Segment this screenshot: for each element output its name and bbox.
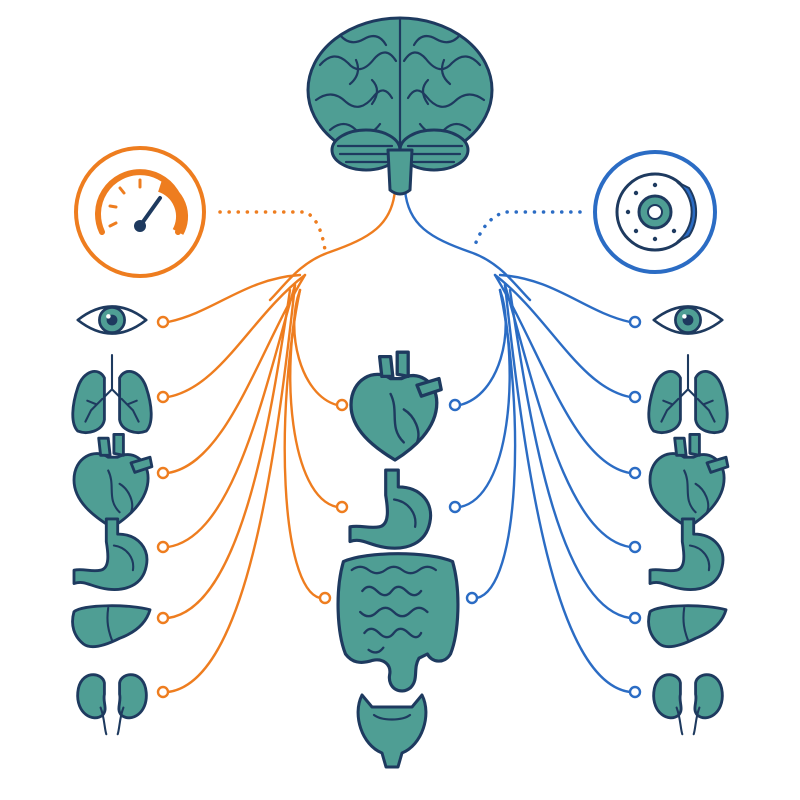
sympathetic-branch bbox=[166, 283, 297, 549]
parasympathetic-nerve-tree bbox=[403, 188, 632, 694]
parasympathetic-trunk bbox=[403, 188, 532, 302]
sympathetic-end-dot bbox=[156, 540, 170, 554]
sympathetic-end-dot bbox=[156, 466, 170, 480]
sympathetic-end-dot bbox=[156, 685, 170, 699]
sympathetic-center-branch bbox=[283, 288, 322, 600]
parasympathetic-end-dot bbox=[628, 466, 642, 480]
sympathetic-trunk bbox=[268, 188, 397, 302]
sympathetic-end-dot bbox=[335, 398, 349, 412]
parasympathetic-center-branch bbox=[458, 288, 511, 509]
parasympathetic-center-branch bbox=[458, 288, 507, 407]
sympathetic-center-branch bbox=[293, 288, 339, 407]
parasympathetic-end-dot bbox=[628, 611, 642, 625]
heart-icon bbox=[72, 432, 154, 529]
center-organ-column bbox=[336, 350, 460, 769]
sympathetic-end-dot bbox=[318, 591, 332, 605]
sympathetic-center-branch bbox=[289, 288, 339, 509]
parasympathetic-end-dot bbox=[448, 398, 462, 412]
heart-icon bbox=[349, 350, 443, 462]
parasympathetic-end-dot bbox=[465, 591, 479, 605]
right-organ-column bbox=[647, 305, 730, 736]
parasympathetic-end-dot bbox=[628, 540, 642, 554]
sympathetic-branch bbox=[166, 273, 307, 399]
intestines-icon bbox=[336, 552, 460, 693]
brake-disc-icon bbox=[593, 150, 717, 274]
lungs-icon bbox=[71, 353, 153, 434]
sympathetic-end-dot bbox=[335, 500, 349, 514]
sympathetic-end-dot bbox=[156, 611, 170, 625]
liver-icon bbox=[647, 604, 728, 649]
sympathetic-branch bbox=[166, 283, 297, 694]
speedometer-icon bbox=[74, 146, 206, 278]
brake-connector bbox=[473, 210, 582, 247]
liver-icon bbox=[71, 604, 152, 649]
lungs-icon bbox=[647, 353, 729, 434]
kidneys-icon bbox=[76, 673, 148, 736]
eye-icon bbox=[76, 305, 148, 335]
parasympathetic-end-dot bbox=[628, 390, 642, 404]
parasympathetic-branch bbox=[503, 283, 632, 694]
parasympathetic-branch bbox=[503, 283, 632, 549]
kidneys-icon bbox=[652, 673, 724, 736]
sympathetic-branch bbox=[166, 273, 302, 324]
parasympathetic-branch bbox=[498, 273, 632, 324]
stomach-icon bbox=[348, 468, 433, 550]
bladder-icon bbox=[356, 693, 428, 769]
parasympathetic-center-branch bbox=[475, 288, 517, 600]
parasympathetic-end-dot bbox=[628, 315, 642, 329]
sympathetic-end-dot bbox=[156, 315, 170, 329]
sympathetic-nerve-tree bbox=[166, 188, 397, 694]
parasympathetic-branch bbox=[508, 288, 632, 620]
connection-dots bbox=[156, 315, 642, 699]
stomach-icon bbox=[72, 517, 149, 591]
parasympathetic-branch bbox=[493, 273, 632, 399]
eye-icon bbox=[652, 305, 724, 335]
heart-icon bbox=[648, 432, 730, 529]
stomach-icon bbox=[648, 517, 725, 591]
brain-icon bbox=[306, 16, 494, 196]
parasympathetic-end-dot bbox=[628, 685, 642, 699]
sympathetic-branch bbox=[166, 288, 292, 620]
sympathetic-end-dot bbox=[156, 390, 170, 404]
parasympathetic-end-dot bbox=[448, 500, 462, 514]
speedometer-connector bbox=[218, 210, 327, 252]
left-organ-column bbox=[71, 305, 154, 736]
